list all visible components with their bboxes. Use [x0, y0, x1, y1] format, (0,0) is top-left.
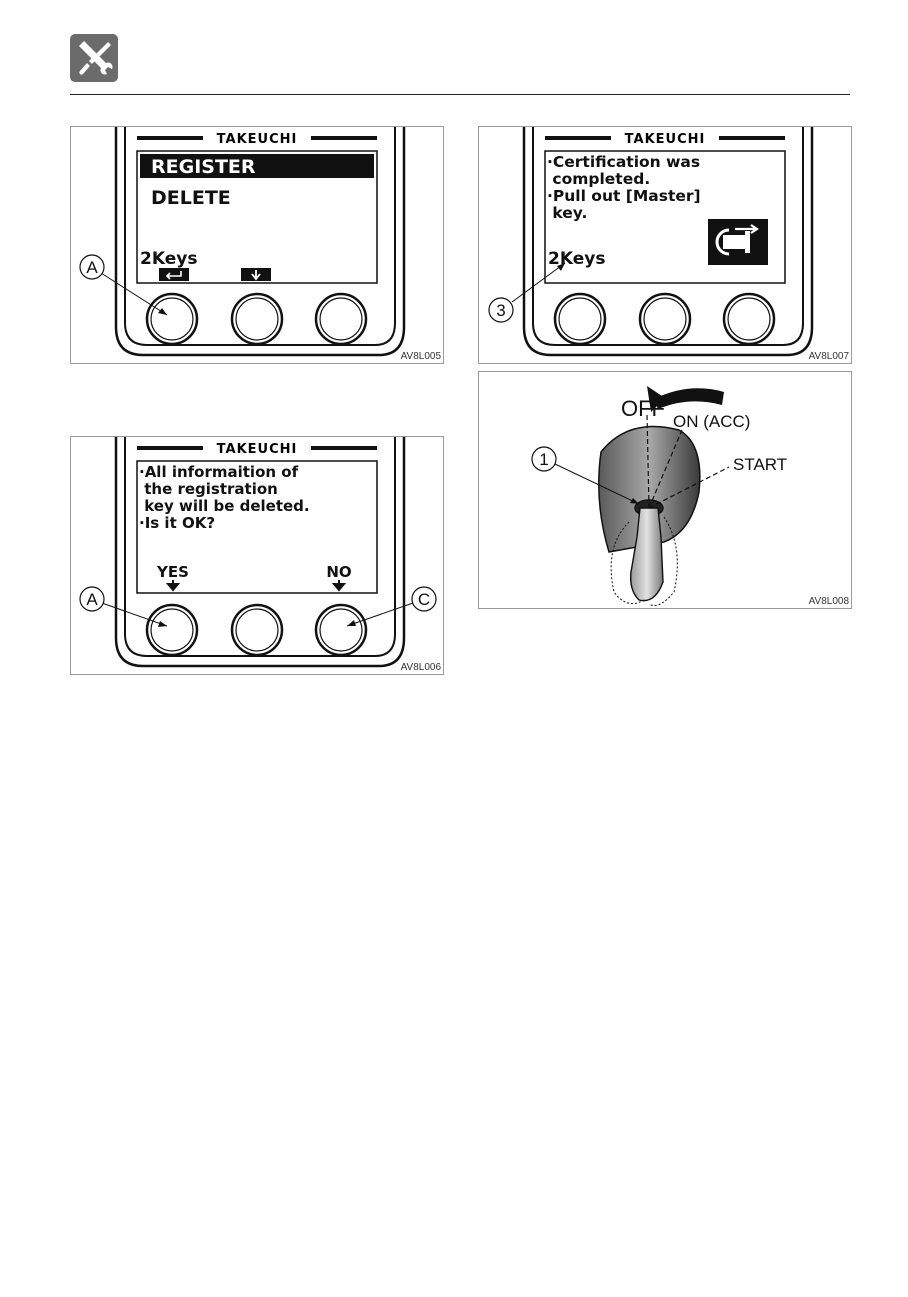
brand-logo: TAKEUCHI	[625, 132, 706, 147]
brand-logo: TAKEUCHI	[217, 132, 298, 147]
function-button-3	[314, 292, 368, 346]
figure-code: AV8L006	[401, 662, 442, 673]
message-line-4: key.	[547, 204, 587, 222]
lcd-screen	[136, 460, 378, 594]
key	[629, 507, 664, 602]
figure-delete-confirm: TAKEUCHI ·All informaition of the regist…	[70, 436, 444, 675]
callout-c: C	[418, 590, 430, 609]
callout-a-circle	[79, 254, 105, 280]
function-button-1	[553, 292, 607, 346]
figure-certification-complete: TAKEUCHI ·Certification was completed. ·…	[478, 126, 852, 364]
function-button-1	[145, 292, 199, 346]
function-button-2	[230, 292, 284, 346]
section-tools-icon	[70, 34, 118, 82]
function-button-3	[314, 603, 368, 657]
message-line-1: ·Certification was	[547, 153, 700, 171]
yes-label: YES	[156, 563, 189, 581]
message-line-1: ·All informaition of	[139, 463, 299, 481]
keys-count: 2Keys	[548, 249, 605, 269]
callout-3-circle	[488, 297, 514, 323]
header-rule	[70, 94, 850, 95]
figure-key-switch: OFF ON (ACC) START 1 AV8L008	[478, 371, 852, 609]
message-line-3: key will be deleted.	[139, 497, 310, 515]
message-line-4: ·Is it OK?	[139, 514, 215, 532]
no-label: NO	[326, 563, 351, 581]
function-button-2	[230, 603, 284, 657]
position-off: OFF	[621, 396, 665, 421]
menu-item-delete: DELETE	[151, 187, 231, 209]
callout-a: A	[86, 258, 98, 277]
function-button-3	[722, 292, 776, 346]
keys-count: 2Keys	[140, 249, 197, 269]
brand-logo: TAKEUCHI	[217, 442, 298, 457]
figure-code: AV8L005	[401, 351, 442, 362]
figure-code: AV8L007	[809, 351, 850, 362]
no-arrow-icon	[331, 580, 347, 592]
message-line-2: the registration	[139, 480, 278, 498]
callout-3: 3	[496, 301, 505, 320]
key-switch-housing	[598, 425, 701, 553]
position-on-acc: ON (ACC)	[673, 412, 750, 431]
message-line-3: ·Pull out [Master]	[547, 187, 701, 205]
function-button-1	[145, 603, 199, 657]
callout-a: A	[86, 590, 98, 609]
menu-selection-bar	[140, 154, 374, 178]
figure-code: AV8L008	[809, 596, 850, 607]
function-button-2	[638, 292, 692, 346]
callout-c-circle	[411, 586, 437, 612]
message-line-2: completed.	[547, 170, 650, 188]
figure-register-menu: TAKEUCHI REGISTER DELETE 2Keys A AV8L005	[70, 126, 444, 364]
callout-1-circle	[531, 446, 557, 472]
enter-icon	[159, 268, 189, 281]
rotation-arrow-icon	[654, 388, 724, 409]
menu-item-register: REGISTER	[151, 156, 256, 178]
callout-a-circle	[79, 586, 105, 612]
yes-arrow-icon	[165, 580, 181, 592]
position-start: START	[733, 455, 787, 474]
callout-1: 1	[539, 450, 548, 469]
